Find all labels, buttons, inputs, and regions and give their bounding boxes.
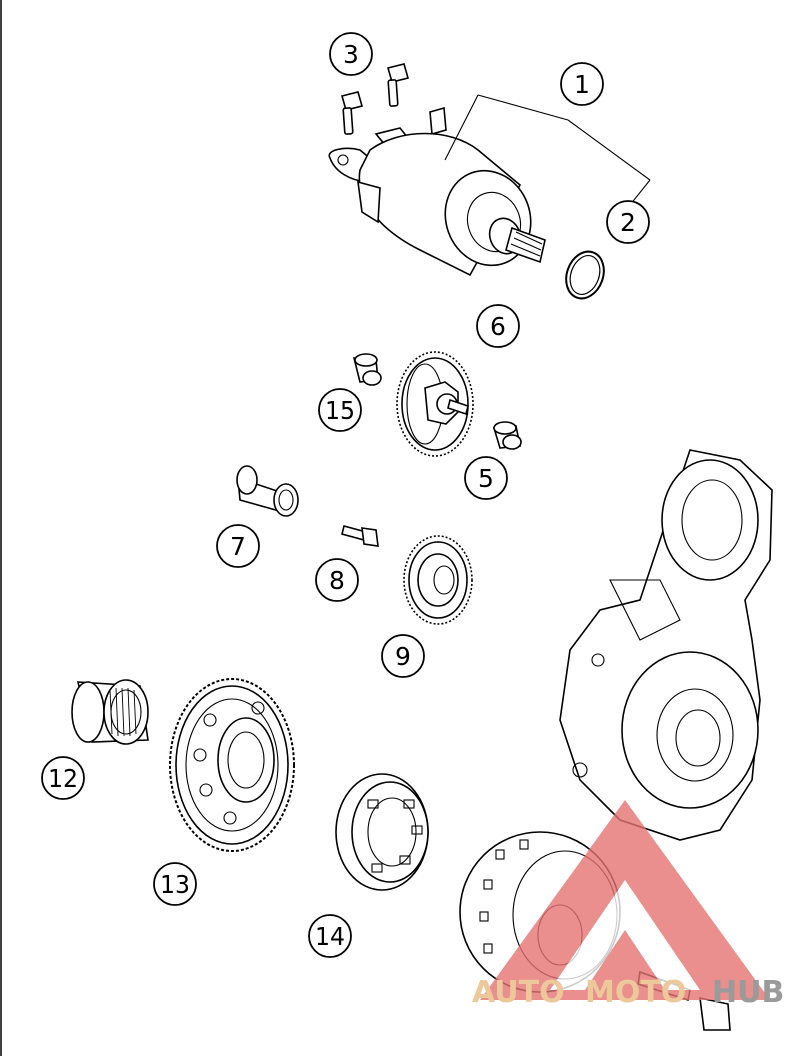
- callout-5: 5: [464, 456, 508, 500]
- callout-8-label: 8: [329, 566, 345, 595]
- callout-12-label: 12: [48, 764, 78, 793]
- gear-bolt: [341, 525, 379, 547]
- callout-7: 7: [216, 524, 260, 568]
- callout-8: 8: [315, 558, 359, 602]
- callout-12: 12: [41, 756, 85, 800]
- watermark-hub: HUB: [712, 975, 784, 1010]
- watermark-moto: MOTO: [585, 975, 686, 1010]
- callout-6: 6: [476, 304, 520, 348]
- callout-1: 1: [560, 62, 604, 106]
- callout-bracket: [444, 94, 651, 206]
- needle-bearing: [71, 679, 149, 745]
- starter-ring-gear: [169, 678, 295, 852]
- callout-15-label: 15: [325, 396, 355, 425]
- watermark-logo: [480, 800, 770, 1000]
- callout-5-label: 5: [478, 464, 494, 493]
- callout-3-label: 3: [343, 40, 359, 69]
- o-ring: [565, 250, 605, 300]
- freewheel-clutch: [335, 773, 429, 891]
- bushing-lower: [492, 421, 522, 450]
- starter-bolts: [341, 63, 409, 135]
- callout-9: 9: [381, 634, 425, 678]
- callout-6-label: 6: [490, 312, 506, 341]
- idler-gear-upper: [396, 351, 474, 457]
- callout-13: 13: [153, 862, 197, 906]
- callout-14: 14: [308, 914, 352, 958]
- callout-13-label: 13: [160, 870, 190, 899]
- callout-7-label: 7: [230, 532, 246, 561]
- engine-case-cover: [559, 449, 773, 841]
- watermark-auto: AUTO: [472, 975, 565, 1010]
- watermark-text: AUTO MOTO HUB: [472, 975, 784, 1010]
- callout-2: 2: [606, 200, 650, 244]
- callout-1-label: 1: [574, 70, 590, 99]
- intermediate-gear: [403, 535, 473, 625]
- bushing-upper: [352, 353, 382, 386]
- callout-2-label: 2: [620, 208, 636, 237]
- sleeve: [236, 465, 299, 517]
- callout-3: 3: [329, 32, 373, 76]
- callout-9-label: 9: [395, 642, 411, 671]
- callout-15: 15: [318, 388, 362, 432]
- starter-motor: [328, 106, 546, 277]
- callout-14-label: 14: [315, 922, 345, 951]
